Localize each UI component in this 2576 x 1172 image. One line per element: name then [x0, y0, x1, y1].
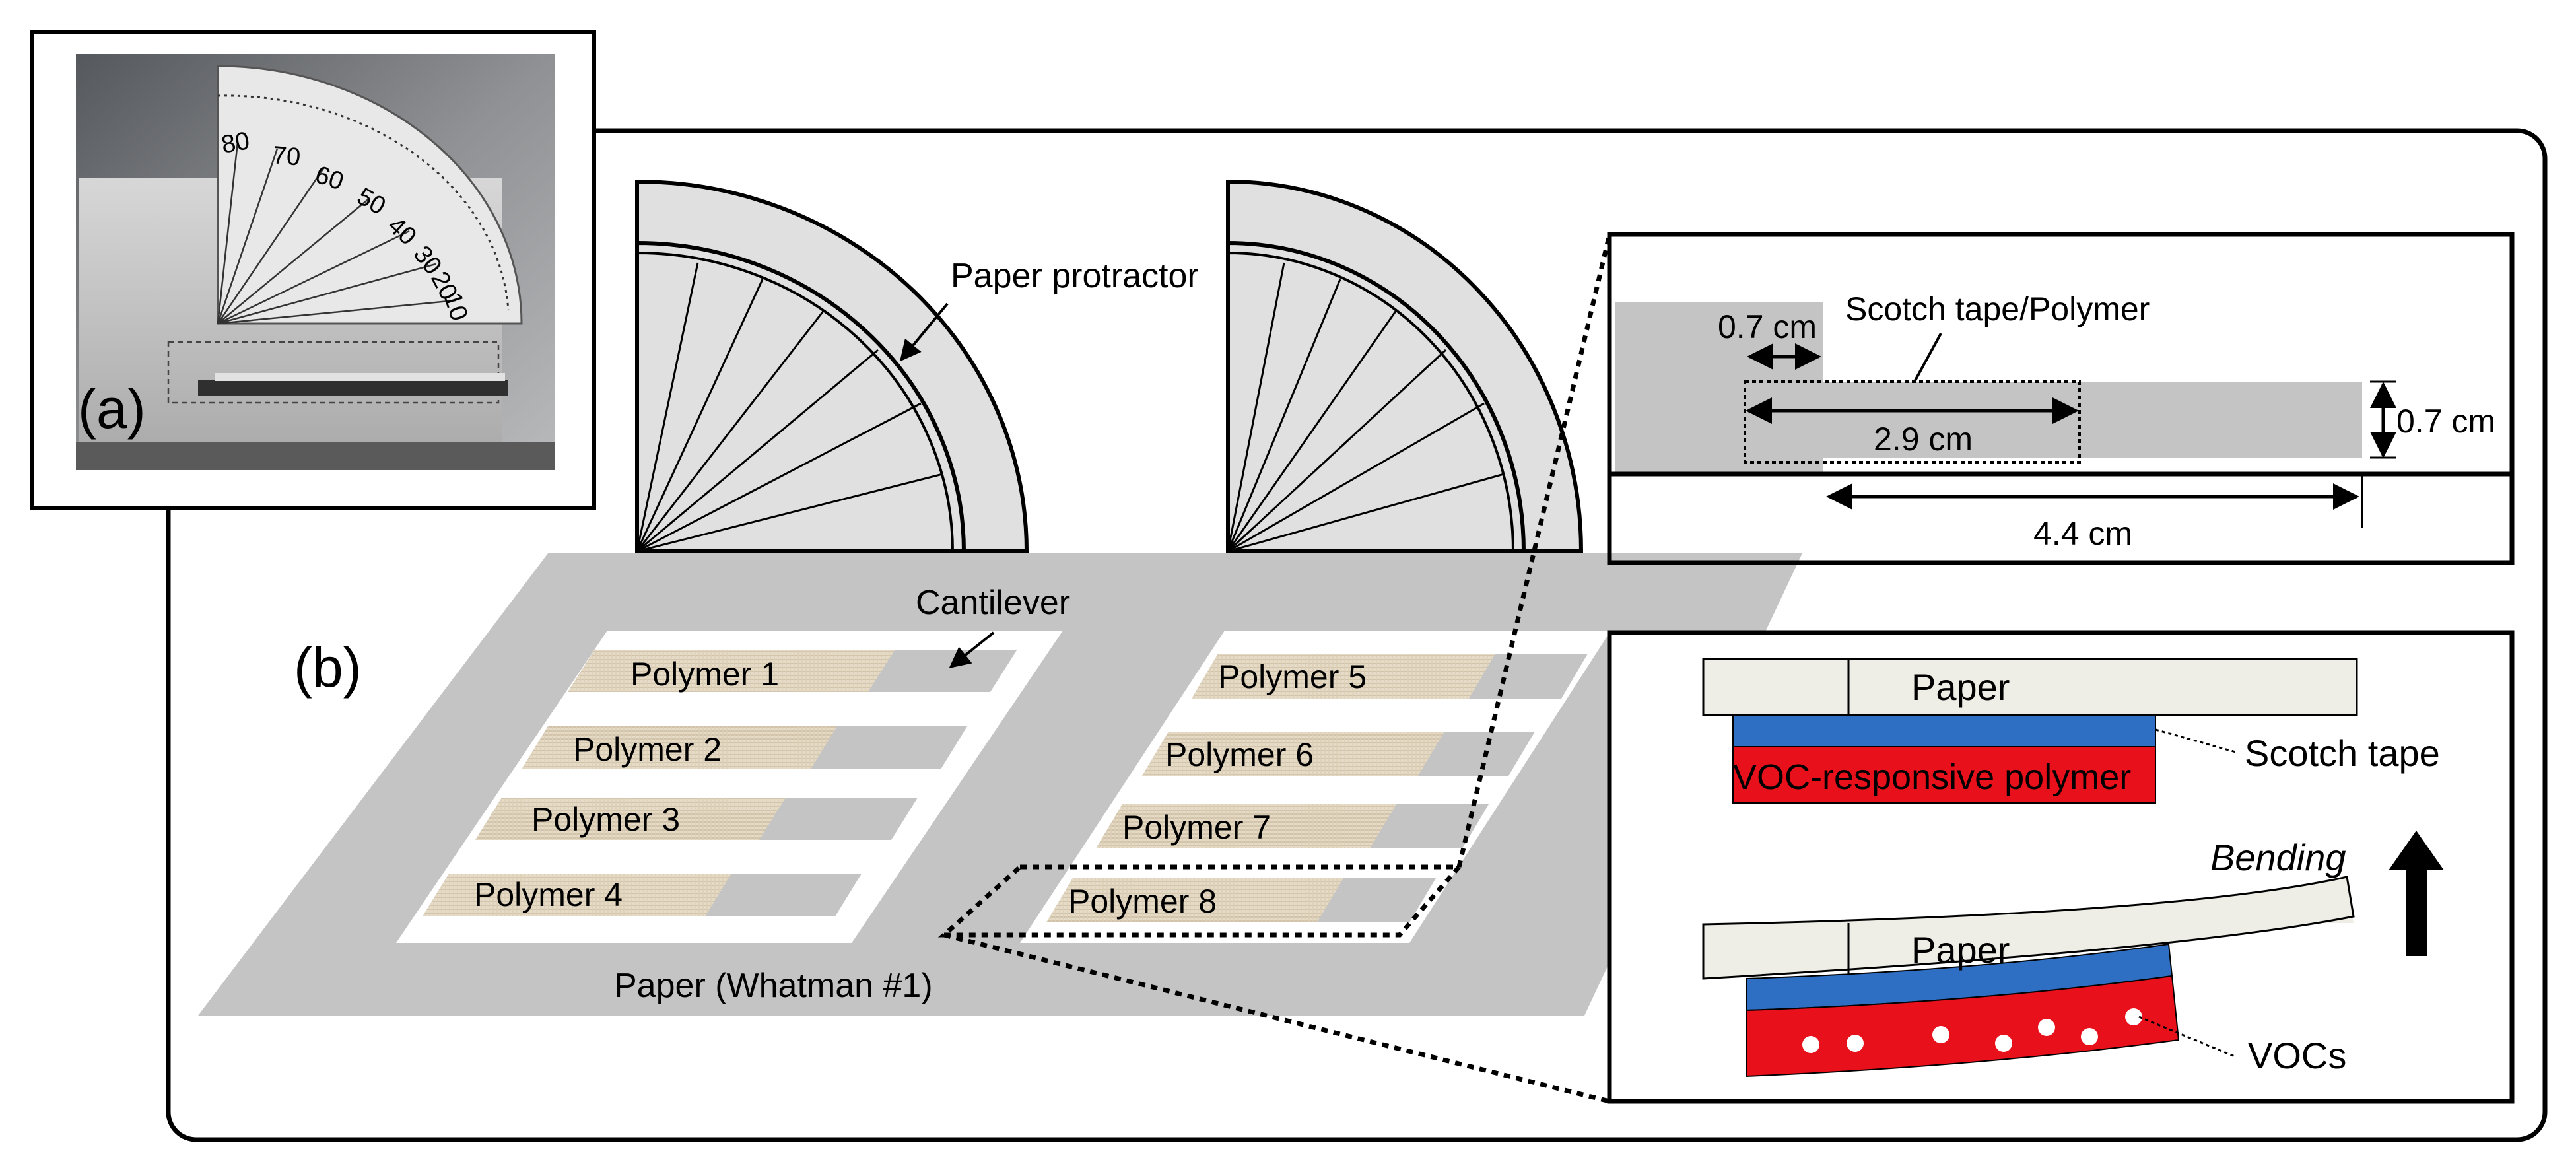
polymer-label-5: Polymer 5	[1218, 658, 1367, 695]
dim-length-label: 4.4 cm	[2033, 515, 2132, 552]
polymer-strip-1	[568, 650, 895, 692]
polymer-strip-5	[1192, 654, 1495, 699]
tick-80: 80	[219, 127, 252, 159]
polymer-label-6: Polymer 6	[1165, 736, 1314, 773]
protractor-pointer-arrow	[899, 302, 949, 362]
polymer-strip-7	[1096, 804, 1396, 848]
tape-region	[1744, 380, 2081, 464]
dimension-box-border	[1607, 232, 2515, 565]
scotch-tape-layer-flat	[1732, 714, 2156, 747]
polymer-label-4: Polymer 4	[474, 876, 623, 913]
zoom-selection-box	[937, 864, 1464, 938]
panel-b-label: (b)	[294, 637, 362, 699]
polymer-strip-3	[475, 798, 786, 840]
bending-label: Bending	[2210, 837, 2346, 878]
scotch-tape-label: Scotch tape	[2245, 732, 2440, 774]
polymer-strip-4	[423, 874, 731, 916]
polymer-label-8: Polymer 8	[1068, 883, 1217, 920]
panel-a-photo	[30, 30, 596, 510]
zoom-line-bottom	[943, 932, 1610, 1104]
panel-a-label: (a)	[78, 378, 146, 440]
paper-layer-flat	[1702, 658, 2358, 716]
protractor-right	[1226, 179, 1584, 553]
tape-polymer-label: Scotch tape/Polymer	[1845, 291, 2150, 327]
voc-dots	[1802, 1008, 2142, 1053]
scotch-tape-leader	[2155, 728, 2239, 754]
protractor-left	[635, 179, 1029, 553]
paper-layer-bent-shape	[1702, 876, 2355, 980]
left-window	[396, 631, 1063, 943]
polymer-responsive-label: VOC-responsive polymer	[1733, 757, 2131, 797]
right-cantilevers	[1046, 654, 1588, 922]
polymer-label-7: Polymer 7	[1122, 809, 1271, 846]
right-window	[1020, 631, 1611, 943]
dim-width-label: 0.7 cm	[2396, 403, 2495, 440]
paper-label-bent: Paper	[1911, 929, 2010, 971]
dim-tape-label: 2.9 cm	[1874, 421, 1973, 458]
tick-70: 70	[271, 141, 302, 172]
polymer-label-2: Polymer 2	[573, 731, 722, 768]
protractor-label: Paper protractor	[951, 257, 1199, 295]
cantilever-label: Cantilever	[916, 584, 1070, 622]
polymer-strip-8	[1046, 878, 1343, 922]
polymer-strip-2	[522, 726, 837, 769]
zoom-line-top	[1456, 234, 1612, 868]
polymer-layer-flat	[1732, 746, 2156, 804]
left-cantilevers	[423, 650, 1017, 916]
vocs-leader	[2138, 1016, 2235, 1058]
polymer-label-1: Polymer 1	[630, 656, 779, 693]
vocs-label: VOCs	[2248, 1035, 2346, 1076]
bending-up-arrow	[2389, 831, 2444, 956]
cantilever-pointer-arrow	[949, 631, 995, 668]
polymer-label-3: Polymer 3	[531, 801, 680, 838]
tape-leader	[1913, 333, 1942, 382]
polymer-strip-6	[1142, 732, 1444, 776]
paper-label: Paper (Whatman #1)	[614, 967, 933, 1005]
dim-offset-label: 0.7 cm	[1718, 308, 1817, 345]
paper-label-flat: Paper	[1911, 666, 2010, 708]
